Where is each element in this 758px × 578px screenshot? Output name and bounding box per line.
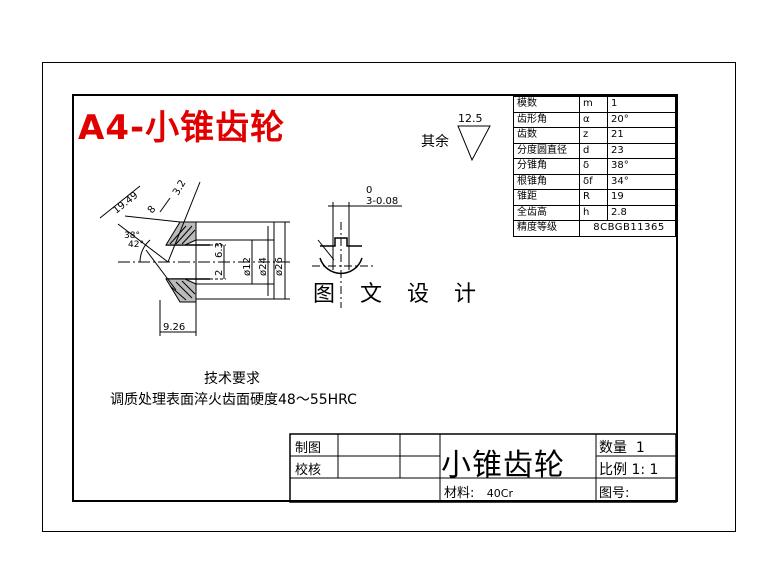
dimension-texts: 19.49 8 3.2 38° 42° 6.3 2 ø12 ø24 ø26 9.… bbox=[111, 178, 398, 333]
title-block-drawn-label: 制图 bbox=[295, 441, 322, 456]
quantity-label: 数量 bbox=[599, 440, 627, 456]
dim-angle-42: 42° bbox=[128, 240, 144, 250]
sheet-inner-border bbox=[72, 94, 678, 502]
drawing-title: A4-小锥齿轮 bbox=[78, 108, 286, 148]
requirements-title: 技术要求 bbox=[204, 371, 260, 387]
roughness-value: 12.5 bbox=[458, 112, 483, 125]
dim-d24: ø24 bbox=[258, 257, 269, 276]
dim-d26: ø26 bbox=[274, 257, 285, 276]
scale-label: 比例 bbox=[599, 462, 627, 478]
title-block-drawing-no: 图号: bbox=[599, 486, 630, 501]
surface-finish-label: 其余 bbox=[421, 134, 449, 150]
title-block bbox=[289, 433, 677, 503]
title-block-part-name: 小锥齿轮 bbox=[441, 448, 565, 483]
dim-roughness-32: 3.2 bbox=[171, 178, 188, 197]
dim-key-tolerance: 3-0.08 bbox=[366, 196, 398, 207]
title-block-scale: 比例 1: 1 bbox=[599, 459, 658, 479]
sheet-outer-border bbox=[42, 62, 736, 532]
title-block-checked-label: 校核 bbox=[295, 463, 322, 478]
dim-cone-length: 19.49 bbox=[111, 190, 140, 216]
requirements-text: 调质处理表面淬火齿面硬度48～55HRC bbox=[110, 392, 357, 408]
dim-face-width: 8 bbox=[146, 204, 159, 216]
scale-value: 1: 1 bbox=[631, 462, 659, 478]
keyway-view bbox=[312, 202, 402, 308]
dim-key-upper: 0 bbox=[366, 185, 372, 196]
dim-d12: ø12 bbox=[242, 257, 253, 276]
dim-2: 2 bbox=[214, 270, 225, 276]
parameter-value: 8CBGB11365 bbox=[579, 220, 676, 237]
material-label: 材料: bbox=[444, 486, 475, 501]
watermark-text: 图 文 设 计 bbox=[313, 282, 485, 307]
title-block-quantity: 数量 1 bbox=[599, 437, 645, 457]
gear-section-view bbox=[99, 181, 290, 336]
title-block-material: 材料: 40Cr bbox=[444, 482, 513, 501]
material-value: 40Cr bbox=[486, 487, 513, 500]
dim-926: 9.26 bbox=[163, 322, 185, 333]
roughness-symbol bbox=[457, 125, 491, 162]
dim-angle-38: 38° bbox=[124, 231, 140, 241]
dim-63: 6.3 bbox=[214, 242, 225, 258]
quantity-value: 1 bbox=[635, 440, 645, 456]
